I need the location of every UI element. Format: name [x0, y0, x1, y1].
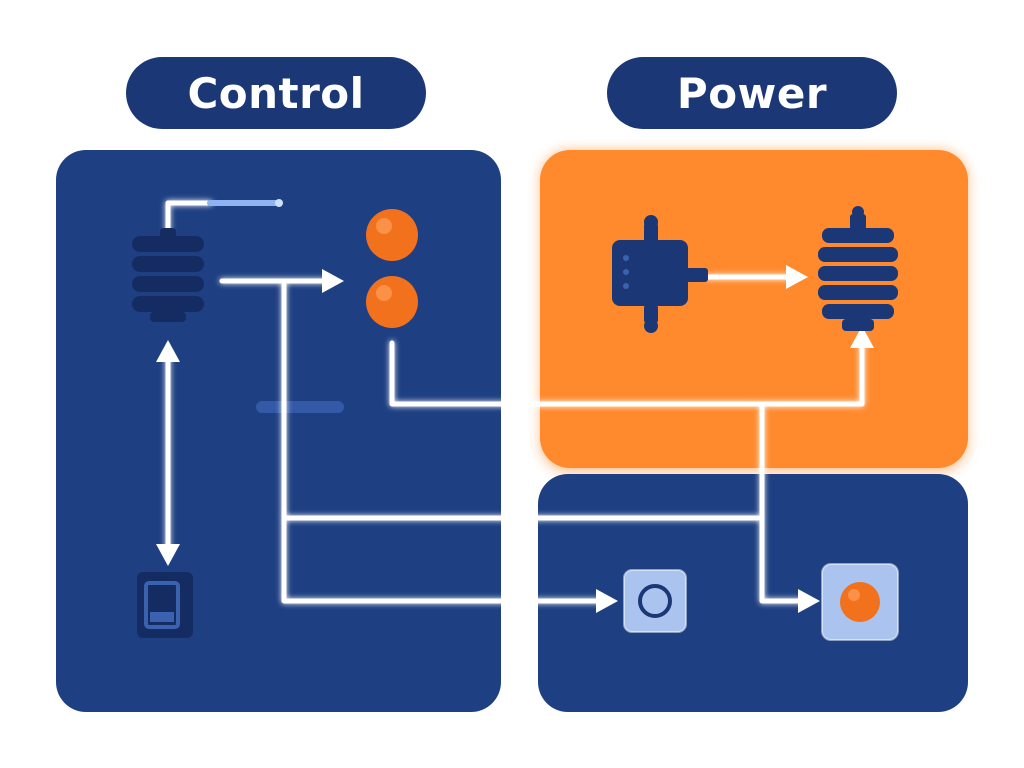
- power-title: Power: [676, 68, 828, 118]
- arrowhead-up: [156, 340, 180, 362]
- arrowhead-down: [156, 544, 180, 566]
- arrowhead-up-insulator: [850, 326, 874, 348]
- power-panel: [540, 150, 968, 472]
- output-panel: [538, 474, 968, 712]
- orange-node-bottom: [366, 276, 418, 328]
- terminal-module-icon: [612, 215, 708, 333]
- orange-button-icon: [821, 563, 899, 641]
- arrowhead-to-insulator: [786, 265, 808, 289]
- lead-end-dot: [275, 199, 283, 207]
- switch-icon: [137, 572, 193, 638]
- control-panel: [56, 150, 501, 712]
- power-title-pill: Power: [607, 57, 897, 129]
- ring-button-icon: [623, 569, 687, 633]
- stacked-insulator-icon: [818, 206, 898, 331]
- arrowhead-to-ring-button: [596, 589, 618, 613]
- connector-lines: [165, 200, 865, 604]
- control-title-pill: Control: [126, 57, 426, 129]
- arrowhead-to-node: [322, 269, 344, 293]
- orange-node-top: [366, 209, 418, 261]
- trunk-to-ring-button-line: [281, 282, 603, 604]
- decorative-bar: [256, 401, 344, 413]
- arrowheads: [156, 265, 874, 613]
- node-to-insulator-line: [389, 337, 865, 407]
- stacked-coil-icon: [132, 228, 204, 322]
- arrowhead-to-orange-button: [798, 589, 820, 613]
- coil-lead-line: [165, 200, 213, 235]
- vertical-to-orange-button-line: [759, 401, 808, 604]
- control-title: Control: [187, 68, 365, 118]
